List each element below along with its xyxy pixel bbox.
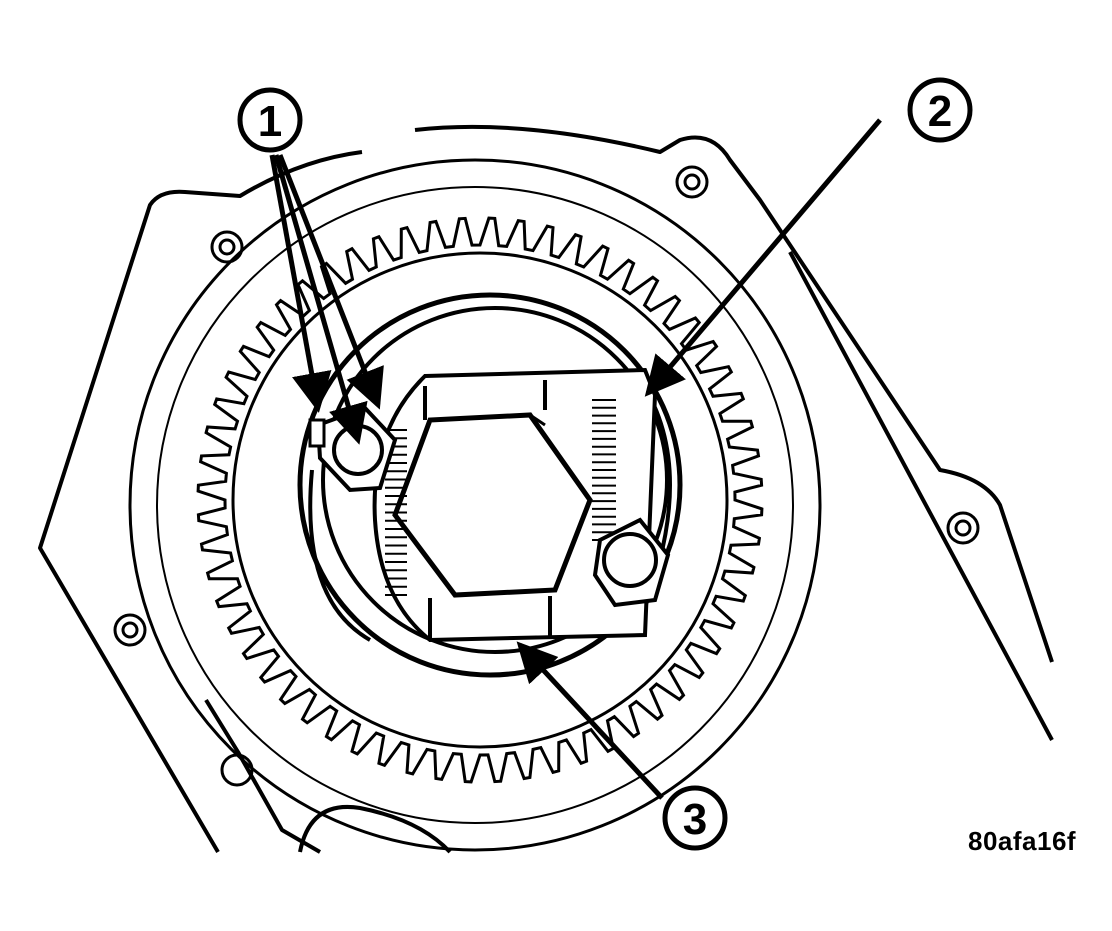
bolt-hole [113,613,147,647]
leader-arrows [269,118,882,800]
leader-arrow-1b [273,154,368,445]
bolt-hole [121,621,139,639]
bolt-hole [683,173,701,191]
callout-3-label: 3 [683,795,707,844]
leader-arrow-1c [277,154,384,410]
bolt-hole [210,230,244,264]
callout-2: 2 [907,77,973,143]
bolt-hole [218,238,236,256]
side-gear [392,412,593,598]
callout-1: 1 [237,87,303,153]
pinion-gear-left [385,429,407,596]
pinion-shaft-right [592,517,671,608]
bolt-hole [954,519,972,537]
bolt-hole [946,511,980,545]
callout-2-label: 2 [928,87,952,136]
leader-arrow-2 [644,118,882,397]
callout-3: 3 [662,785,728,851]
leader-arrow-1a [269,154,332,413]
leader-arrow-3 [516,641,664,800]
bolt-hole [675,165,709,199]
housing-outline [38,124,1054,854]
pinion-gear-right [592,399,616,541]
callout-1-label: 1 [258,97,282,146]
figure-id: 80afa16f [968,826,1077,856]
